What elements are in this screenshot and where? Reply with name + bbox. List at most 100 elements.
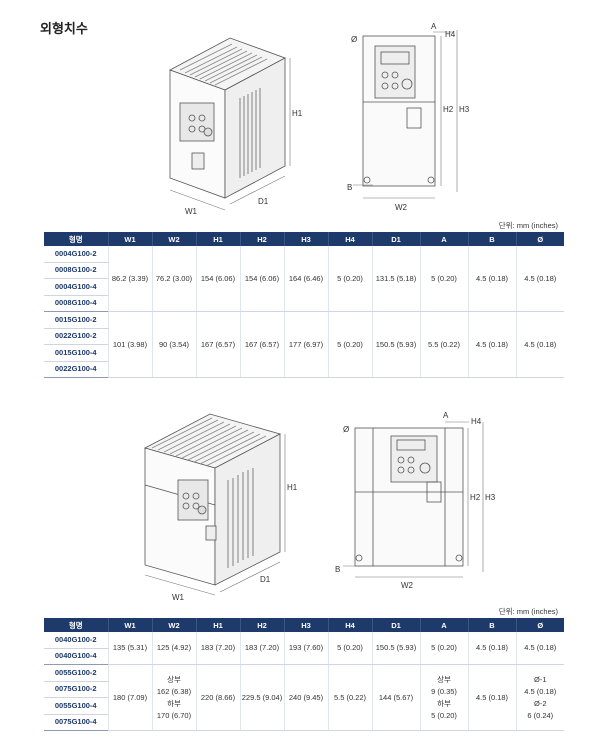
w2-top-value: 162 (6.38)	[156, 686, 192, 696]
h2-cell: 183 (7.20)	[239, 632, 284, 665]
label-w2: W2	[395, 203, 408, 212]
table-header-row: 형명 W1 W2 H1 H2 H3 H4 D1 A B Ø	[44, 618, 564, 632]
table-row: 0040G100-2 135 (5.31) 125 (4.92) 183 (7.…	[44, 632, 564, 665]
phi-top-label: Ø-1	[533, 674, 547, 684]
drive-isometric-drawing-large: H1 W1 D1	[143, 413, 298, 602]
col-header: H2	[239, 618, 284, 632]
drive-isometric-drawing-small: H1 W1 D1	[169, 37, 303, 216]
w1-cell: 180 (7.09)	[107, 664, 152, 731]
table-row: 0004G100-4	[44, 278, 564, 296]
h4-cell: 5.5 (0.22)	[327, 664, 372, 731]
w2-cell: 76.2 (3.00)	[151, 246, 196, 312]
b-cell: 4.5 (0.18)	[467, 632, 516, 665]
w1-cell: 86.2 (3.39)	[107, 246, 152, 312]
b-cell: 4.5 (0.18)	[467, 664, 516, 731]
phi-bottom-value: 6 (0.24)	[527, 710, 554, 720]
model-cell: 0022G100-2	[44, 328, 108, 345]
col-header: H2	[239, 232, 284, 246]
phi-cell: 4.5 (0.18)	[515, 246, 564, 312]
model-cell: 0008G100-2	[44, 262, 108, 279]
h1-cell: 154 (6.06)	[195, 246, 240, 312]
model-cell: 0055G100-2	[44, 664, 108, 682]
h2-cell: 167 (6.57)	[239, 311, 284, 378]
col-header: W2	[151, 232, 196, 246]
col-header: H1	[195, 618, 240, 632]
dimension-table-2: 형명 W1 W2 H1 H2 H3 H4 D1 A B Ø 0040G100-2…	[44, 618, 564, 731]
label-a: A	[443, 411, 449, 420]
col-header: H3	[283, 232, 328, 246]
model-cell: 0015G100-2	[44, 311, 108, 329]
b-cell: 4.5 (0.18)	[467, 311, 516, 378]
col-header: D1	[371, 618, 420, 632]
table-row: 0015G100-2 101 (3.98) 90 (3.54) 167 (6.5…	[44, 311, 564, 378]
a-cell: 5 (0.20)	[419, 246, 468, 312]
label-h1: H1	[292, 109, 303, 118]
unit-label-1: 단위: mm (inches)	[498, 221, 558, 230]
label-w1: W1	[172, 593, 185, 602]
col-header: H4	[327, 618, 372, 632]
h2-cell: 154 (6.06)	[239, 246, 284, 312]
h2-cell: 229.5 (9.04)	[239, 664, 284, 731]
label-h3: H3	[485, 493, 496, 502]
table-row: 0008G100-2	[44, 262, 564, 279]
col-header: B	[467, 618, 516, 632]
w2-bottom-value: 170 (6.70)	[156, 710, 192, 720]
col-header: W2	[151, 618, 196, 632]
col-header: A	[419, 232, 468, 246]
w2-top-label: 상부	[167, 674, 181, 684]
phi-cell: Ø-1 4.5 (0.18) Ø-2 6 (0.24)	[515, 664, 564, 731]
h4-cell: 5 (0.20)	[327, 632, 372, 665]
label-b: B	[347, 183, 352, 192]
model-cell: 0004G100-2	[44, 246, 108, 263]
label-d1: D1	[260, 575, 271, 584]
col-header: 형명	[44, 618, 108, 632]
table-row: 0022G100-4	[44, 361, 564, 378]
h3-cell: 164 (6.46)	[283, 246, 328, 312]
table-row: 0040G100-4	[44, 648, 564, 665]
label-a: A	[431, 22, 437, 31]
h3-cell: 177 (6.97)	[283, 311, 328, 378]
col-header: W1	[107, 618, 152, 632]
label-h2: H2	[470, 493, 481, 502]
table-header-row: 형명 W1 W2 H1 H2 H3 H4 D1 A B Ø	[44, 232, 564, 246]
a-cell: 5.5 (0.22)	[419, 311, 468, 378]
h3-cell: 193 (7.60)	[283, 632, 328, 665]
w1-cell: 101 (3.98)	[107, 311, 152, 378]
label-h4: H4	[445, 30, 456, 39]
w2-cell: 상부 162 (6.38) 하부 170 (6.70)	[151, 664, 196, 731]
d1-cell: 150.5 (5.93)	[371, 311, 420, 378]
label-d1: D1	[258, 197, 269, 206]
label-h1: H1	[287, 483, 298, 492]
drive-front-drawing-large: A H4 H2 H3 Ø B W2	[335, 411, 496, 590]
model-cell: 0075G100-2	[44, 681, 108, 698]
label-w1: W1	[185, 207, 198, 216]
phi-top-value: 4.5 (0.18)	[524, 686, 557, 696]
d1-cell: 150.5 (5.93)	[371, 632, 420, 665]
label-w2: W2	[401, 581, 414, 590]
model-cell: 0015G100-4	[44, 344, 108, 362]
w2-cell: 90 (3.54)	[151, 311, 196, 378]
table-row: 0055G100-2 180 (7.09) 상부 162 (6.38) 하부 1…	[44, 664, 564, 731]
w2-bottom-label: 하부	[167, 698, 181, 708]
h1-cell: 183 (7.20)	[195, 632, 240, 665]
label-h4: H4	[471, 417, 482, 426]
h3-cell: 240 (9.45)	[283, 664, 328, 731]
model-cell: 0008G100-4	[44, 295, 108, 312]
phi-bottom-label: Ø-2	[533, 698, 547, 708]
section-title: 외형치수	[40, 21, 88, 36]
a-bottom-label: 하부	[437, 698, 451, 708]
col-header: H3	[283, 618, 328, 632]
table-row: 0075G100-4	[44, 714, 564, 731]
dimension-table-1: 형명 W1 W2 H1 H2 H3 H4 D1 A B Ø 0004G100-2…	[44, 232, 564, 378]
h1-cell: 167 (6.57)	[195, 311, 240, 378]
drive-front-drawing-small: A H4 H2 H3 Ø B W2	[347, 22, 470, 212]
unit-label-2: 단위: mm (inches)	[498, 607, 558, 616]
phi-cell: 4.5 (0.18)	[515, 311, 564, 378]
a-cell: 5 (0.20)	[419, 632, 468, 665]
table-row: 0015G100-4	[44, 344, 564, 362]
a-cell: 상부 9 (0.35) 하부 5 (0.20)	[419, 664, 468, 731]
col-header: Ø	[515, 232, 564, 246]
col-header: 형명	[44, 232, 108, 246]
label-phi: Ø	[351, 35, 357, 44]
model-cell: 0075G100-4	[44, 714, 108, 731]
